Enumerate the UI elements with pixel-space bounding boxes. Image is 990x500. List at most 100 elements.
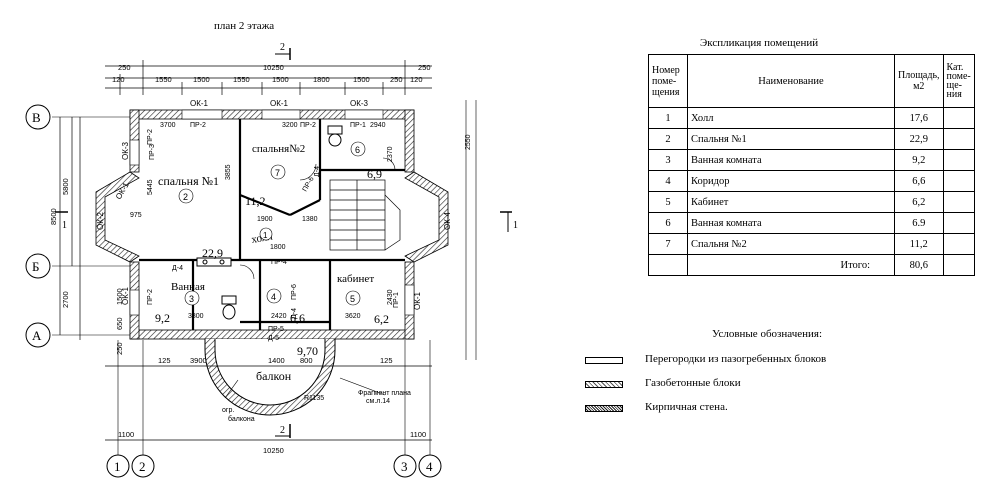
svg-text:ПР-5: ПР-5 <box>268 326 284 333</box>
svg-text:1400: 1400 <box>268 356 285 365</box>
svg-text:спальня №1: спальня №1 <box>158 174 219 188</box>
svg-text:1100: 1100 <box>118 430 134 439</box>
row-number: 7 <box>648 233 688 255</box>
svg-text:спальня№2: спальня№2 <box>252 143 305 155</box>
row-area: 6,6 <box>894 170 944 192</box>
row-area: 9,2 <box>894 149 944 171</box>
row-category <box>942 212 975 234</box>
row-category <box>942 128 975 150</box>
table-row: 1 Холл 17,6 <box>648 107 975 129</box>
svg-text:250: 250 <box>390 75 403 84</box>
svg-text:1: 1 <box>62 220 67 231</box>
svg-text:250: 250 <box>118 63 131 72</box>
svg-text:Фрагмент плана: Фрагмент плана <box>358 390 411 397</box>
svg-text:2430: 2430 <box>387 289 394 305</box>
svg-text:9,70: 9,70 <box>297 344 318 358</box>
total-category <box>942 254 975 276</box>
svg-text:1100: 1100 <box>410 430 426 439</box>
svg-text:1: 1 <box>263 231 268 240</box>
room-balcony: балкон 9,70 <box>256 344 318 383</box>
svg-text:975: 975 <box>130 212 142 219</box>
balcony-note: огр. балкона <box>222 379 255 423</box>
svg-text:Д-5: Д-5 <box>268 335 279 342</box>
door-labels: Д-4 Д-4 Д-4 Д-5 <box>172 166 321 342</box>
svg-text:1500: 1500 <box>272 75 289 84</box>
axis-bubble-V: В <box>25 104 51 130</box>
svg-text:ПР-2: ПР-2 <box>190 122 206 129</box>
row-category <box>942 233 975 255</box>
row-name: Кабинет <box>687 191 895 213</box>
svg-text:ПР-2: ПР-2 <box>147 289 154 305</box>
svg-text:2: 2 <box>139 459 146 474</box>
svg-text:10250: 10250 <box>263 63 284 72</box>
row-number: 6 <box>648 212 688 234</box>
legend-title: Условные обозначения: <box>712 328 823 340</box>
svg-text:ПР-2: ПР-2 <box>147 129 154 145</box>
svg-text:1380: 1380 <box>302 216 318 223</box>
row-category <box>942 107 975 129</box>
row-area: 11,2 <box>894 233 944 255</box>
legend-swatch-light <box>585 357 623 364</box>
dimension-lines-top <box>105 60 432 95</box>
total-value: 80,6 <box>894 254 944 276</box>
svg-text:А: А <box>32 328 42 343</box>
door-swings <box>239 157 396 280</box>
svg-text:огр.: огр. <box>222 407 234 414</box>
axis-bubble-1: 1 <box>106 454 130 478</box>
svg-text:ОК-3: ОК-3 <box>350 99 369 108</box>
row-number: 1 <box>648 107 688 129</box>
svg-text:7: 7 <box>275 168 280 178</box>
row-name: Спальня №2 <box>687 233 895 255</box>
svg-text:6,6: 6,6 <box>290 311 305 325</box>
row-name: Ванная комната <box>687 149 895 171</box>
room-bedroom-1: спальня №1 2 22,9 <box>158 174 223 260</box>
svg-text:250: 250 <box>418 63 431 72</box>
svg-text:Д-4: Д-4 <box>172 265 183 272</box>
row-number: 4 <box>648 170 688 192</box>
svg-text:Д-4: Д-4 <box>314 166 321 177</box>
axis-bubble-2: 2 <box>131 454 155 478</box>
legend-label: Кирпичная стена. <box>645 401 728 413</box>
svg-text:ОК-1: ОК-1 <box>190 99 209 108</box>
svg-text:1550: 1550 <box>233 75 250 84</box>
table-total-row: Итого: 80,6 <box>648 254 975 276</box>
dimension-texts-left: 5800 8500 2700 1500 650 250 <box>49 178 124 355</box>
svg-text:ПР-1: ПР-1 <box>393 292 400 308</box>
svg-text:ОК-4: ОК-4 <box>443 211 452 230</box>
svg-text:Ванная: Ванная <box>171 281 205 293</box>
row-category <box>942 149 975 171</box>
svg-text:ОК-1: ОК-1 <box>270 99 289 108</box>
svg-text:1: 1 <box>114 459 121 474</box>
svg-text:3200: 3200 <box>282 122 298 129</box>
interior-partitions <box>139 119 405 330</box>
svg-text:3620: 3620 <box>345 313 361 320</box>
row-area: 6.9 <box>894 212 944 234</box>
svg-text:3855: 3855 <box>225 164 232 180</box>
floor-plan-drawing: план 2 этажа 2 2 1 1 250 10250 250 <box>25 20 518 478</box>
legend-swatch-dark <box>585 405 623 412</box>
total-label: Итого: <box>687 254 895 276</box>
svg-text:120: 120 <box>410 75 423 84</box>
svg-text:9,2: 9,2 <box>155 311 170 325</box>
row-name: Холл <box>687 107 895 129</box>
svg-text:ПР-6: ПР-6 <box>302 176 316 193</box>
svg-text:2: 2 <box>280 425 285 436</box>
svg-text:1900: 1900 <box>257 216 273 223</box>
legend-label: Перегородки из пазогребенных блоков <box>645 353 827 365</box>
svg-text:1: 1 <box>513 220 518 231</box>
svg-text:3700: 3700 <box>160 122 176 129</box>
svg-text:Д-4: Д-4 <box>291 308 298 319</box>
svg-text:2420: 2420 <box>271 313 287 320</box>
svg-text:балкон: балкон <box>256 369 292 383</box>
svg-text:ПР-6: ПР-6 <box>291 284 298 300</box>
room-bathroom: Ванная 3 9,2 <box>155 281 205 325</box>
dimension-lines-right <box>465 100 477 360</box>
svg-text:3900: 3900 <box>190 356 207 365</box>
svg-text:6,2: 6,2 <box>374 312 389 326</box>
explication-table: Номер поме- щения Наименование Площадь, … <box>648 54 975 276</box>
row-number: 3 <box>648 149 688 171</box>
svg-text:3800: 3800 <box>188 313 204 320</box>
svg-text:см.л.14: см.л.14 <box>366 398 390 405</box>
svg-text:ОК-2: ОК-2 <box>96 211 105 230</box>
table-header-row: Номер поме- щения Наименование Площадь, … <box>648 54 975 108</box>
